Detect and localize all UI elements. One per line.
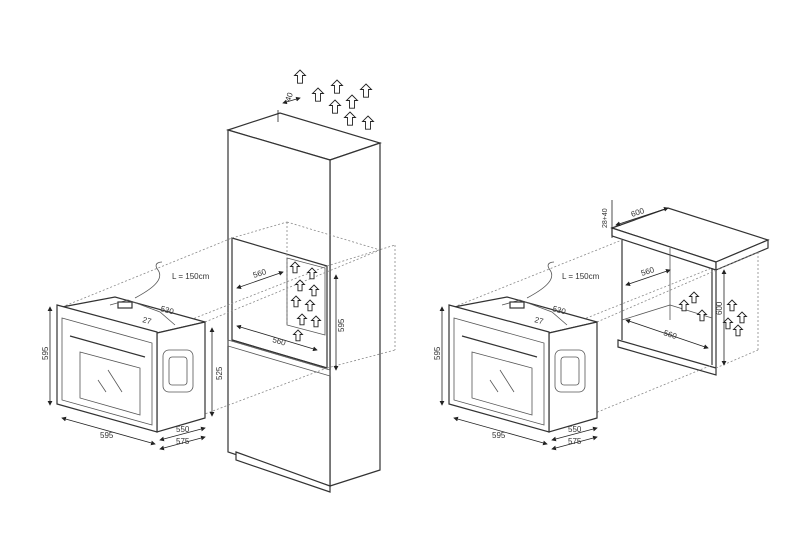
airflow-arrow-icon bbox=[361, 115, 375, 130]
power-cable-right bbox=[526, 261, 555, 299]
oven-left bbox=[56, 296, 206, 433]
left-installation: 595 525 595 550 575 530 27 L = 150cm 560… bbox=[41, 69, 396, 493]
airflow-arrow-icon bbox=[328, 99, 342, 114]
airflow-arrow-icon bbox=[311, 87, 325, 102]
right-installation: 595 595 550 575 530 27 L = 150cm 600 28+… bbox=[433, 200, 770, 451]
dim-niche-width-right: 560 bbox=[662, 328, 678, 341]
dim-oven-height: 595 bbox=[41, 346, 50, 360]
cable-length: L = 150cm bbox=[172, 272, 210, 281]
airflow-arrow-icon bbox=[306, 267, 318, 280]
airflow-arrow-icon bbox=[726, 299, 738, 312]
dim-niche-height-right: 600 bbox=[715, 301, 724, 315]
power-cable bbox=[134, 261, 163, 299]
dim-oven-depth-total: 575 bbox=[176, 437, 190, 446]
dim-oven-height-right: 595 bbox=[433, 346, 442, 360]
airflow-arrow-icon bbox=[359, 83, 373, 98]
dim-panel-offset: 27 bbox=[141, 315, 152, 326]
airflow-arrows-left bbox=[289, 69, 375, 342]
airflow-arrow-icon bbox=[722, 317, 734, 330]
dim-oven-width: 595 bbox=[100, 431, 114, 440]
dim-niche-depth-right: 560 bbox=[640, 265, 656, 278]
dim-niche-width: 560 bbox=[271, 335, 287, 347]
dim-panel-offset-right: 27 bbox=[533, 315, 544, 326]
airflow-arrow-icon bbox=[343, 111, 357, 126]
dim-oven-depth-body: 550 bbox=[176, 425, 190, 434]
airflow-arrow-icon bbox=[304, 299, 316, 312]
airflow-arrows-right bbox=[678, 291, 748, 337]
airflow-arrow-icon bbox=[308, 284, 320, 297]
dim-niche-depth: 560 bbox=[252, 267, 268, 280]
under-counter-cabinet bbox=[610, 207, 770, 376]
dim-oven-depth-total-right: 575 bbox=[568, 437, 582, 446]
oven-right bbox=[448, 296, 598, 433]
dim-niche-height: 595 bbox=[337, 318, 346, 332]
airflow-arrow-icon bbox=[736, 311, 748, 324]
airflow-arrow-icon bbox=[296, 313, 308, 326]
airflow-arrow-icon bbox=[696, 309, 708, 322]
dim-counter-depth: 600 bbox=[630, 206, 646, 219]
dim-oven-depth-top: 530 bbox=[159, 304, 175, 316]
dim-oven-depth-top-right: 530 bbox=[551, 304, 567, 316]
airflow-arrow-icon bbox=[289, 261, 301, 274]
airflow-arrow-icon bbox=[330, 79, 344, 94]
airflow-arrow-icon bbox=[292, 329, 304, 342]
cable-length-right: L = 150cm bbox=[562, 272, 600, 281]
dim-oven-side-height: 525 bbox=[215, 366, 224, 380]
airflow-arrow-icon bbox=[310, 315, 322, 328]
airflow-arrow-icon bbox=[688, 291, 700, 304]
airflow-arrow-icon bbox=[294, 279, 306, 292]
dim-vent-gap: 40 bbox=[283, 91, 295, 103]
dim-oven-width-right: 595 bbox=[492, 431, 506, 440]
airflow-arrow-icon bbox=[290, 295, 302, 308]
dim-oven-depth-body-right: 550 bbox=[568, 425, 582, 434]
airflow-arrow-icon bbox=[732, 324, 744, 337]
dim-counter-gap: 28+40 bbox=[602, 208, 609, 228]
airflow-arrow-icon bbox=[345, 94, 359, 109]
airflow-arrow-icon bbox=[293, 69, 307, 84]
airflow-arrow-icon bbox=[678, 299, 690, 312]
